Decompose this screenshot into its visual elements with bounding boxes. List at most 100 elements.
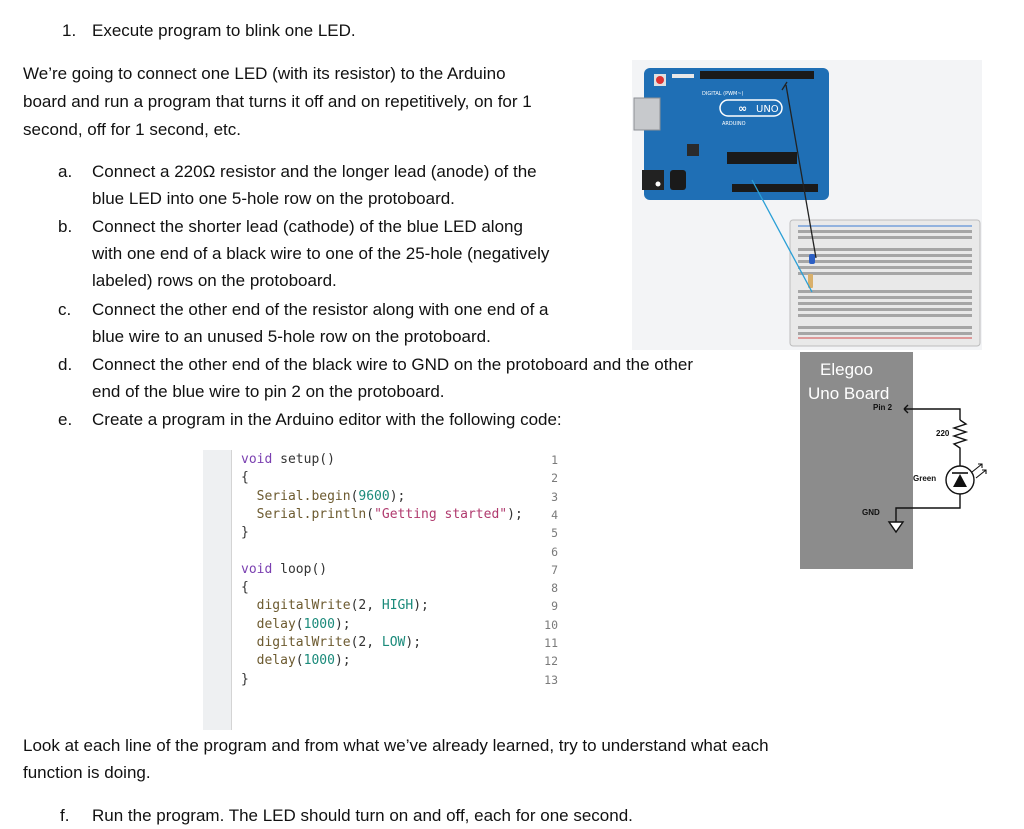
code-line: }: [241, 525, 249, 540]
code-line: {: [241, 470, 249, 485]
code-text: );: [413, 598, 429, 614]
code-function: delay: [256, 653, 296, 669]
code-text: (: [350, 488, 359, 504]
code-argument: LOW: [381, 635, 406, 650]
code-text: );: [334, 653, 351, 669]
line-number: 4: [551, 507, 558, 522]
code-argument: HIGH: [381, 598, 414, 614]
code-indent: [241, 617, 257, 632]
line-number: 1: [551, 453, 558, 467]
pin-label: Pin 2: [873, 403, 893, 412]
line-number: 2: [551, 471, 558, 486]
code-text: {: [241, 580, 249, 596]
code-indent: [241, 635, 257, 650]
code-argument: 9600: [358, 488, 390, 504]
schematic-diagram: Elegoo Uno Board Pin 2 GND 220 Green: [800, 352, 987, 569]
section-number: 1.: [62, 21, 77, 40]
line-number: 12: [544, 654, 558, 669]
step-line: Connect a 220Ω resistor and the longer l…: [92, 162, 537, 181]
section-title: Execute program to blink one LED.: [92, 21, 356, 40]
code-line: delay(1000);: [241, 617, 351, 632]
arduino-breadboard-figure: DIGITAL (PWM~) ∞ UNO ARDUINO: [632, 60, 982, 350]
led-label: Green: [913, 474, 936, 483]
intro-line: second, off for 1 second, etc.: [23, 120, 241, 139]
code-text: (: [295, 653, 304, 669]
code-line: {: [241, 580, 249, 595]
svg-text:DIGITAL (PWM~): DIGITAL (PWM~): [702, 91, 744, 97]
code-function: Serial.println: [256, 506, 367, 522]
code-keyword: void: [241, 561, 273, 577]
step-line: Connect the other end of the resistor al…: [92, 300, 549, 319]
schematic-title-1: Elegoo: [820, 360, 873, 379]
code-line: delay(1000);: [241, 653, 351, 668]
step-line: blue wire to an unused 5-hole row on the…: [92, 327, 491, 346]
code-text: (2,: [350, 598, 382, 614]
code-keyword: void: [241, 452, 273, 467]
line-number: 5: [551, 526, 558, 541]
line-number: 3: [551, 489, 558, 504]
code-argument: 1000: [303, 653, 335, 669]
code-line: void setup(): [241, 452, 335, 467]
step-line: Connect the shorter lead (cathode) of th…: [92, 217, 523, 236]
code-text: );: [334, 616, 351, 632]
code-indent: [241, 507, 257, 522]
code-indent: [241, 489, 257, 504]
board-logo: UNO: [756, 104, 779, 115]
code-text: loop(): [272, 561, 328, 577]
svg-text:∞: ∞: [738, 102, 747, 115]
line-number: 7: [551, 562, 558, 577]
step-line: Run the program. The LED should turn on …: [92, 806, 633, 825]
step-marker: b.: [58, 217, 73, 236]
outro-line: function is doing.: [23, 763, 151, 782]
schematic-title-2: Uno Board: [808, 384, 889, 403]
step-line: blue LED into one 5-hole row on the prot…: [92, 189, 455, 208]
code-text: );: [405, 635, 422, 650]
code-text: );: [507, 506, 523, 522]
code-line: Serial.begin(9600);: [241, 488, 406, 504]
code-line: digitalWrite(2, HIGH);: [241, 598, 429, 613]
code-text: (2,: [350, 635, 382, 650]
code-function: digitalWrite: [256, 635, 351, 650]
step-line: Connect the other end of the black wire …: [92, 355, 694, 374]
code-line: Serial.println("Getting started");: [241, 507, 523, 522]
code-line: }: [241, 672, 249, 687]
line-number: 6: [551, 544, 558, 559]
code-argument: 1000: [303, 616, 335, 632]
line-number: 9: [551, 599, 558, 614]
line-number: 8: [551, 581, 558, 596]
code-line: digitalWrite(2, LOW);: [241, 635, 421, 650]
step-line: Create a program in the Arduino editor w…: [92, 410, 562, 429]
step-marker: d.: [58, 355, 73, 374]
step-line: labeled) rows on the protoboard.: [92, 271, 337, 290]
code-function: digitalWrite: [256, 598, 351, 614]
line-number-gutter: [203, 450, 232, 730]
resistor-label: 220: [936, 429, 950, 438]
code-text: (: [366, 506, 375, 522]
code-function: delay: [256, 616, 296, 632]
step-line: end of the blue wire to pin 2 on the pro…: [92, 382, 445, 401]
code-indent: [241, 653, 257, 668]
board-brand: ARDUINO: [722, 121, 746, 127]
line-number: 11: [544, 636, 558, 650]
step-line: with one end of a black wire to one of t…: [92, 244, 550, 263]
step-marker: c.: [58, 300, 72, 319]
code-text: }: [241, 671, 249, 687]
code-indent: [241, 598, 257, 613]
line-number: 10: [544, 617, 558, 632]
circuit-schematic: Elegoo Uno Board Pin 2 GND 220 Green: [800, 352, 1010, 572]
code-text: {: [241, 470, 249, 486]
intro-line: board and run a program that turns it of…: [23, 92, 532, 111]
code-text: );: [389, 488, 406, 504]
arduino-breadboard-illustration: DIGITAL (PWM~) ∞ UNO ARDUINO: [632, 60, 982, 350]
intro-line: We’re going to connect one LED (with its…: [23, 64, 506, 83]
step-marker: e.: [58, 410, 73, 429]
code-string: "Getting started": [374, 506, 508, 522]
step-marker: a.: [58, 162, 73, 181]
step-marker: f.: [60, 806, 70, 825]
code-text: setup(): [272, 452, 335, 467]
code-text: (: [295, 616, 304, 632]
line-number: 13: [544, 672, 558, 687]
code-line: void loop(): [241, 562, 327, 577]
outro-line: Look at each line of the program and fro…: [23, 736, 769, 755]
